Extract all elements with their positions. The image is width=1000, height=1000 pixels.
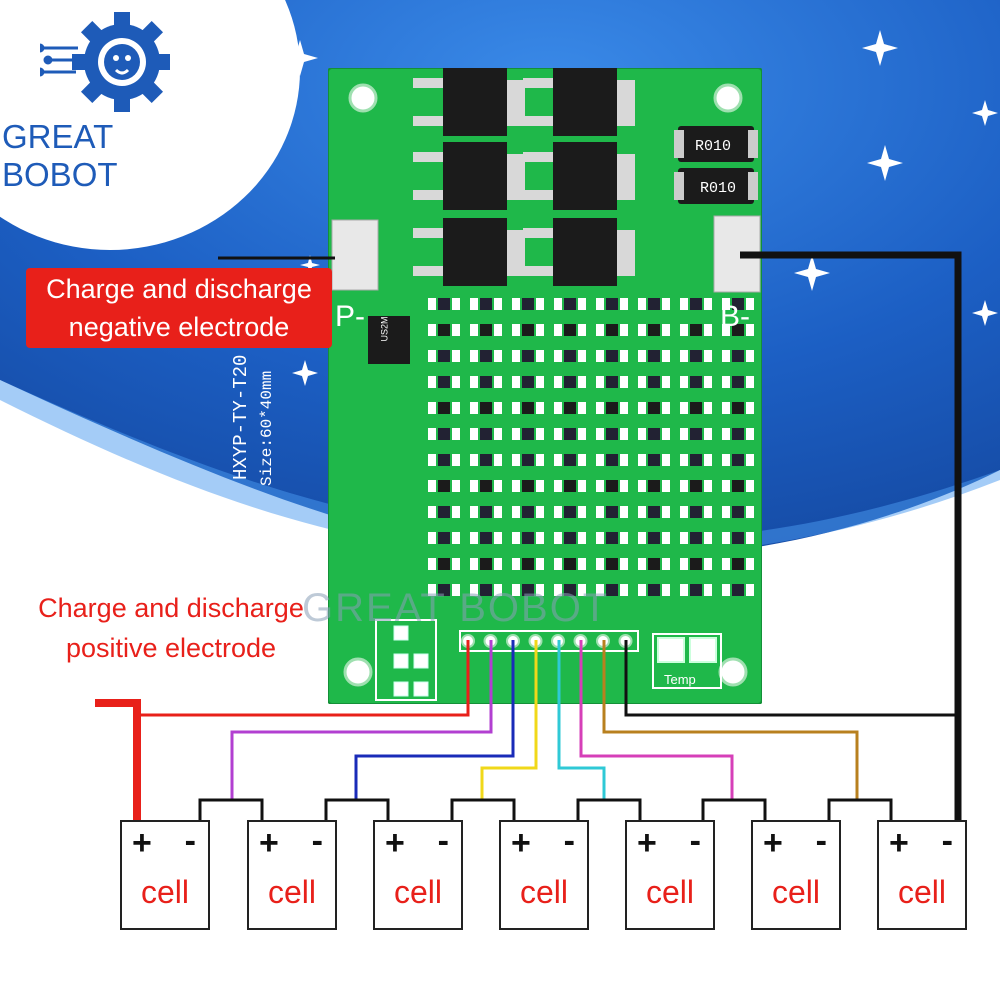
negative-label-line-1: Charge and discharge (46, 274, 312, 304)
cell-label: cell (393, 874, 442, 910)
watermark-text: GREAT BOBOT (302, 586, 610, 630)
cell-positive-terminal: + (259, 824, 279, 862)
wire-black-thin (624, 640, 955, 717)
cell-positive-terminal: + (511, 824, 531, 862)
battery-cell: +- cell (373, 820, 463, 930)
battery-cell: +- cell (877, 820, 967, 930)
cell-label: cell (267, 874, 316, 910)
cell-positive-terminal: + (637, 824, 657, 862)
cell-label: cell (897, 874, 946, 910)
brand-gear-logo (40, 12, 170, 112)
terminal-p-label: P- (335, 300, 365, 333)
battery-cell: +- cell (625, 820, 715, 930)
positive-label-line-1: Charge and discharge (38, 593, 304, 623)
battery-cell: +- cell (499, 820, 589, 930)
wire-yellow (480, 640, 538, 800)
brand-name: GREAT BOBOT (2, 118, 118, 193)
negative-electrode-label: Charge and discharge negative electrode (26, 268, 332, 348)
wire-brown (602, 640, 859, 800)
shunt-resistor-1-label: R010 (695, 138, 732, 155)
battery-cell: +- cell (120, 820, 210, 930)
cell-negative-terminal: - (815, 822, 827, 860)
cell-negative-terminal: - (437, 822, 449, 860)
cell-positive-terminal: + (889, 824, 909, 862)
cell-positive-terminal: + (763, 824, 783, 862)
wire-red (140, 640, 470, 717)
cell-positive-terminal: + (385, 824, 405, 862)
wire-cyan (557, 640, 606, 800)
cell-negative-terminal: - (184, 822, 196, 860)
cell-negative-terminal: - (311, 822, 323, 860)
positive-label-line-2: positive electrode (65, 633, 277, 663)
cell-negative-terminal: - (689, 822, 701, 860)
bms-pcb-board (328, 68, 762, 704)
wire-main-negative (740, 251, 962, 820)
cell-label: cell (140, 874, 189, 910)
temp-label: Temp (664, 672, 696, 687)
battery-cell: +- cell (751, 820, 841, 930)
cell-negative-terminal: - (941, 822, 953, 860)
cell-label: cell (519, 874, 568, 910)
positive-electrode-label: Charge and discharge positive electrode (16, 588, 326, 668)
cell-negative-terminal: - (563, 822, 575, 860)
wire-purple (230, 640, 493, 800)
battery-cell: +- cell (247, 820, 337, 930)
cell-positive-terminal: + (132, 824, 152, 862)
wire-main-positive (95, 699, 141, 820)
star-sparkles (237, 30, 998, 386)
wire-blue (354, 640, 515, 800)
wire-magenta (579, 640, 734, 800)
negative-label-line-2: negative electrode (68, 312, 290, 342)
shunt-resistor-2-label: R010 (700, 180, 737, 197)
cell-label: cell (645, 874, 694, 910)
cell-label: cell (771, 874, 820, 910)
terminal-b-label: B- (720, 300, 750, 333)
